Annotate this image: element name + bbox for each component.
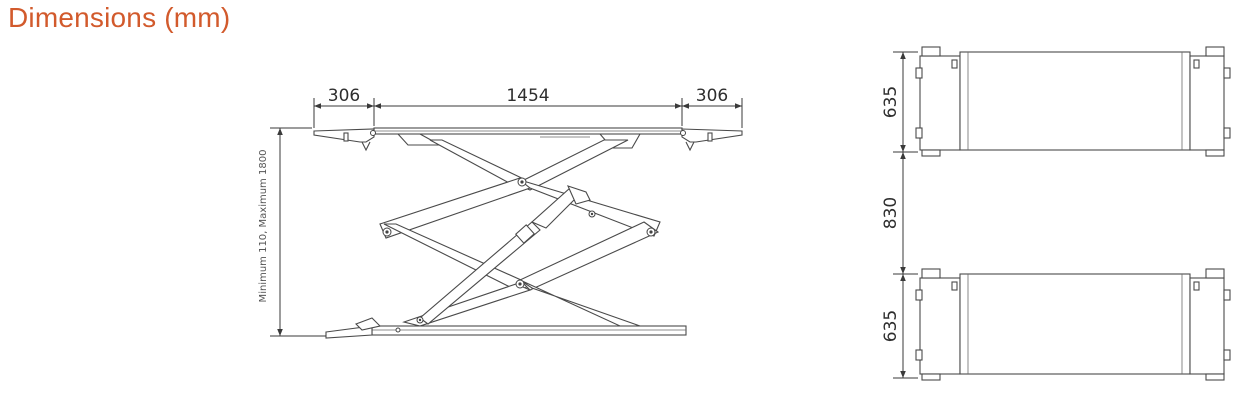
lower-scissor-left bbox=[383, 223, 532, 293]
top-view-upper-platform bbox=[915, 46, 1231, 157]
dim-right-extension: 306 bbox=[696, 86, 728, 106]
dim-height-range: Minimum 110, Maximum 1800 bbox=[258, 150, 269, 303]
dim-lower-platform-width: 635 bbox=[881, 310, 901, 342]
side-view-dimensions: 306 1454 306 Minimum 110, Maximum 1800 bbox=[258, 86, 743, 337]
top-view-dimensions: 635 830 635 bbox=[881, 51, 918, 379]
upper-scissor-right bbox=[519, 179, 661, 237]
pivot-pins bbox=[382, 177, 656, 324]
base-frame bbox=[371, 325, 687, 336]
top-view-lower-platform bbox=[915, 268, 1231, 381]
dim-upper-platform-width: 635 bbox=[881, 86, 901, 118]
section-title: Dimensions (mm) bbox=[8, 2, 231, 33]
dim-left-extension: 306 bbox=[328, 86, 360, 106]
dim-platform-length: 1454 bbox=[506, 86, 549, 106]
upper-arm-b bbox=[514, 139, 629, 191]
dim-gap-between: 830 bbox=[881, 197, 901, 229]
side-view-lift bbox=[313, 127, 743, 339]
hydraulic-cylinder-body bbox=[419, 221, 541, 325]
lower-scissor-right bbox=[519, 221, 660, 291]
